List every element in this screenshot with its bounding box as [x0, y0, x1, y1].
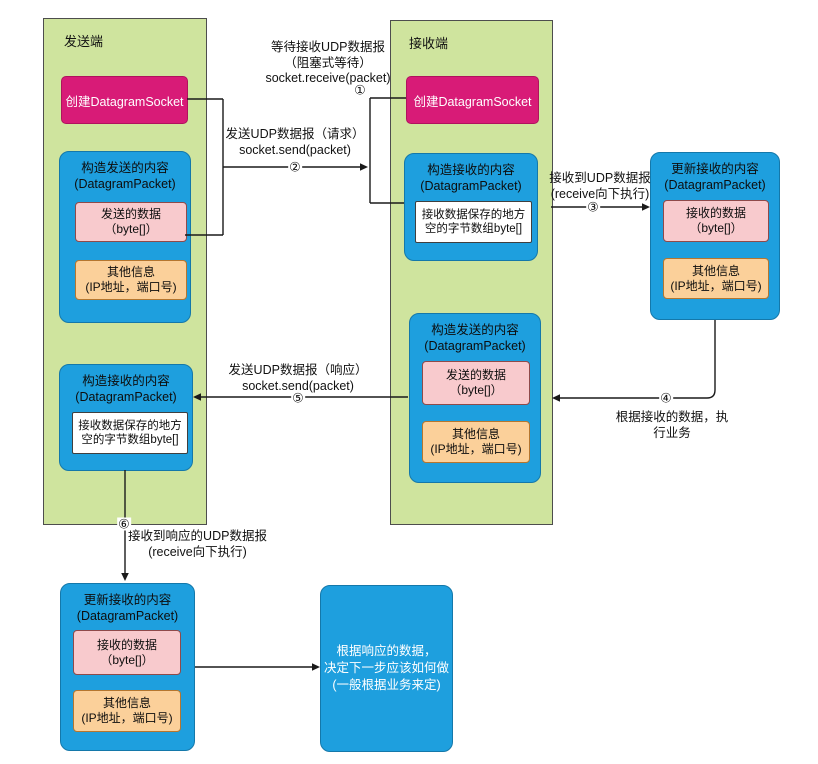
- sender-send-packet-title-line2: (DatagramPacket): [74, 177, 176, 191]
- receiver-update-data-line2: （byte[]）: [689, 221, 743, 235]
- sender-update-packet-title-line2: (DatagramPacket): [76, 609, 179, 623]
- sender-send-info-line1: 其他信息: [106, 265, 155, 279]
- receiver-recv-packet-title-line2: (DatagramPacket): [420, 179, 522, 193]
- step5-annotation: 发送UDP数据报（响应） socket.send(packet): [208, 363, 388, 394]
- sender-update-info-box: 其他信息 (IP地址，端口号): [73, 690, 181, 732]
- step2-annotation: 发送UDP数据报（请求） socket.send(packet): [205, 127, 385, 158]
- step1-annotation: 等待接收UDP数据报 （阻塞式等待） socket.receive(packet…: [238, 40, 418, 87]
- receiver-update-data-box: 接收的数据 （byte[]）: [663, 200, 769, 242]
- sender-recv-buffer-box: 接收数据保存的地方 空的字节数组byte[]: [72, 412, 188, 454]
- step6-line1: 接收到响应的UDP数据报: [128, 529, 267, 543]
- arrow-4-head: [552, 394, 560, 402]
- receiver-send-packet-title-line2: (DatagramPacket): [424, 339, 526, 353]
- sender-send-info-box: 其他信息 (IP地址，端口号): [75, 260, 187, 300]
- receiver-send-packet-box: 构造发送的内容 (DatagramPacket) 发送的数据 （byte[]） …: [409, 313, 541, 483]
- step6-line2: (receive向下执行): [148, 544, 247, 559]
- receiver-update-packet-box: 更新接收的内容 (DatagramPacket) 接收的数据 （byte[]） …: [650, 152, 780, 320]
- receiver-update-packet-title-line1: 更新接收的内容: [671, 162, 759, 176]
- receiver-send-info-box: 其他信息 (IP地址，端口号): [422, 421, 530, 463]
- step3-line1: 接收到UDP数据报: [549, 171, 651, 185]
- receiver-send-info-line2: (IP地址，端口号): [430, 442, 522, 456]
- step6-number: ⑥: [117, 516, 131, 532]
- decision-line1: 根据响应的数据，: [336, 644, 437, 658]
- decision-line2: 决定下一步应该如何做: [323, 661, 449, 675]
- sender-send-packet-title: 构造发送的内容 (DatagramPacket): [60, 152, 190, 192]
- step3-line2: (receive向下执行): [550, 186, 650, 201]
- step1-line1: 等待接收UDP数据报: [271, 40, 385, 54]
- arrow-3-head: [642, 203, 650, 211]
- sender-update-data-box: 接收的数据 （byte[]）: [73, 630, 181, 675]
- sender-create-socket-label: 创建DatagramSocket: [65, 94, 184, 109]
- sender-send-data-line1: 发送的数据: [100, 207, 161, 221]
- step6-annotation: 接收到响应的UDP数据报 (receive向下执行): [115, 529, 280, 560]
- sender-update-data-line2: （byte[]）: [100, 652, 154, 667]
- sender-update-info-line1: 其他信息: [102, 696, 151, 710]
- receiver-create-socket-box: 创建DatagramSocket: [406, 76, 539, 124]
- step1-line3: socket.receive(packet): [265, 71, 391, 85]
- receiver-recv-buffer-line2: 空的字节数组byte[]: [424, 223, 523, 235]
- sender-recv-packet-title-line1: 构造接收的内容: [82, 374, 170, 388]
- sender-update-info-line2: (IP地址，端口号): [81, 711, 173, 725]
- arrow-2-head: [360, 163, 368, 171]
- arrow-6-head: [121, 573, 129, 581]
- receiver-update-info-box: 其他信息 (IP地址，端口号): [663, 258, 769, 299]
- receiver-send-data-line2: （byte[]）: [449, 383, 503, 397]
- sender-send-data-line2: （byte[]）: [104, 222, 158, 236]
- step2-line1: 发送UDP数据报（请求）: [225, 127, 365, 141]
- receiver-recv-packet-box: 构造接收的内容 (DatagramPacket) 接收数据保存的地方 空的字节数…: [404, 153, 538, 261]
- receiver-recv-buffer-box: 接收数据保存的地方 空的字节数组byte[]: [415, 201, 532, 243]
- sender-update-packet-title-line1: 更新接收的内容: [83, 593, 172, 607]
- receiver-panel-title: 接收端: [409, 36, 449, 51]
- step4-annotation: 根据接收的数据，执 行业务: [592, 410, 752, 441]
- receiver-update-data-line1: 接收的数据: [685, 206, 746, 220]
- sender-recv-buffer-line1: 接收数据保存的地方: [78, 419, 182, 432]
- sender-recv-packet-title-line2: (DatagramPacket): [75, 390, 177, 404]
- sender-create-socket-box: 创建DatagramSocket: [61, 76, 188, 124]
- step4-number: ④: [659, 390, 673, 406]
- step2-number: ②: [288, 159, 302, 175]
- receiver-create-socket-label: 创建DatagramSocket: [413, 94, 532, 109]
- receiver-update-packet-title-line2: (DatagramPacket): [664, 178, 766, 192]
- receiver-send-info-line1: 其他信息: [451, 427, 500, 441]
- step5-line2: socket.send(packet): [242, 378, 354, 393]
- step5-line1: 发送UDP数据报（响应）: [228, 363, 368, 377]
- sender-recv-packet-box: 构造接收的内容 (DatagramPacket) 接收数据保存的地方 空的字节数…: [59, 364, 193, 471]
- decision-box: 根据响应的数据， 决定下一步应该如何做 (一般根据业务来定): [320, 585, 453, 752]
- receiver-send-data-line1: 发送的数据: [445, 368, 506, 382]
- decision-line3: (一般根据业务来定): [332, 678, 441, 692]
- step5-number: ⑤: [291, 390, 305, 406]
- sender-update-data-line1: 接收的数据: [96, 637, 157, 652]
- receiver-update-info-line1: 其他信息: [691, 263, 740, 278]
- sender-recv-buffer-line2: 空的字节数组byte[]: [81, 434, 179, 446]
- receiver-send-packet-title-line1: 构造发送的内容: [431, 323, 519, 337]
- sender-panel-title: 发送端: [64, 34, 104, 49]
- sender-send-packet-title-line1: 构造发送的内容: [81, 161, 169, 175]
- step4-line1: 根据接收的数据，执: [615, 410, 729, 424]
- step1-line2: （阻塞式等待）: [284, 55, 372, 70]
- sender-update-packet-box: 更新接收的内容 (DatagramPacket) 接收的数据 （byte[]） …: [60, 583, 195, 751]
- receiver-recv-packet-title-line1: 构造接收的内容: [427, 163, 515, 177]
- arrow-4-line: [560, 320, 716, 399]
- receiver-send-data-box: 发送的数据 （byte[]）: [422, 361, 530, 405]
- arrow-7-head: [312, 663, 320, 671]
- receiver-recv-buffer-line1: 接收数据保存的地方: [421, 208, 526, 221]
- receiver-update-packet-title: 更新接收的内容 (DatagramPacket): [651, 153, 779, 193]
- step4-line2: 行业务: [653, 425, 691, 440]
- sender-send-packet-box: 构造发送的内容 (DatagramPacket) 发送的数据 （byte[]） …: [59, 151, 191, 323]
- receiver-recv-packet-title: 构造接收的内容 (DatagramPacket): [405, 154, 537, 194]
- receiver-update-info-line2: (IP地址，端口号): [670, 278, 762, 293]
- step1-number: ①: [353, 82, 367, 98]
- sender-panel: 发送端 创建DatagramSocket 构造发送的内容 (DatagramPa…: [43, 18, 207, 525]
- sender-send-data-box: 发送的数据 （byte[]）: [75, 202, 187, 242]
- step3-annotation: 接收到UDP数据报 (receive向下执行): [538, 171, 662, 202]
- sender-recv-packet-title: 构造接收的内容 (DatagramPacket): [60, 365, 192, 405]
- sender-send-info-line2: (IP地址，端口号): [85, 280, 177, 294]
- step2-line2: socket.send(packet): [239, 142, 351, 157]
- sender-update-packet-title: 更新接收的内容 (DatagramPacket): [61, 584, 194, 624]
- receiver-panel: 接收端 创建DatagramSocket 构造接收的内容 (DatagramPa…: [390, 20, 553, 525]
- step3-number: ③: [586, 199, 600, 215]
- receiver-send-packet-title: 构造发送的内容 (DatagramPacket): [410, 314, 540, 354]
